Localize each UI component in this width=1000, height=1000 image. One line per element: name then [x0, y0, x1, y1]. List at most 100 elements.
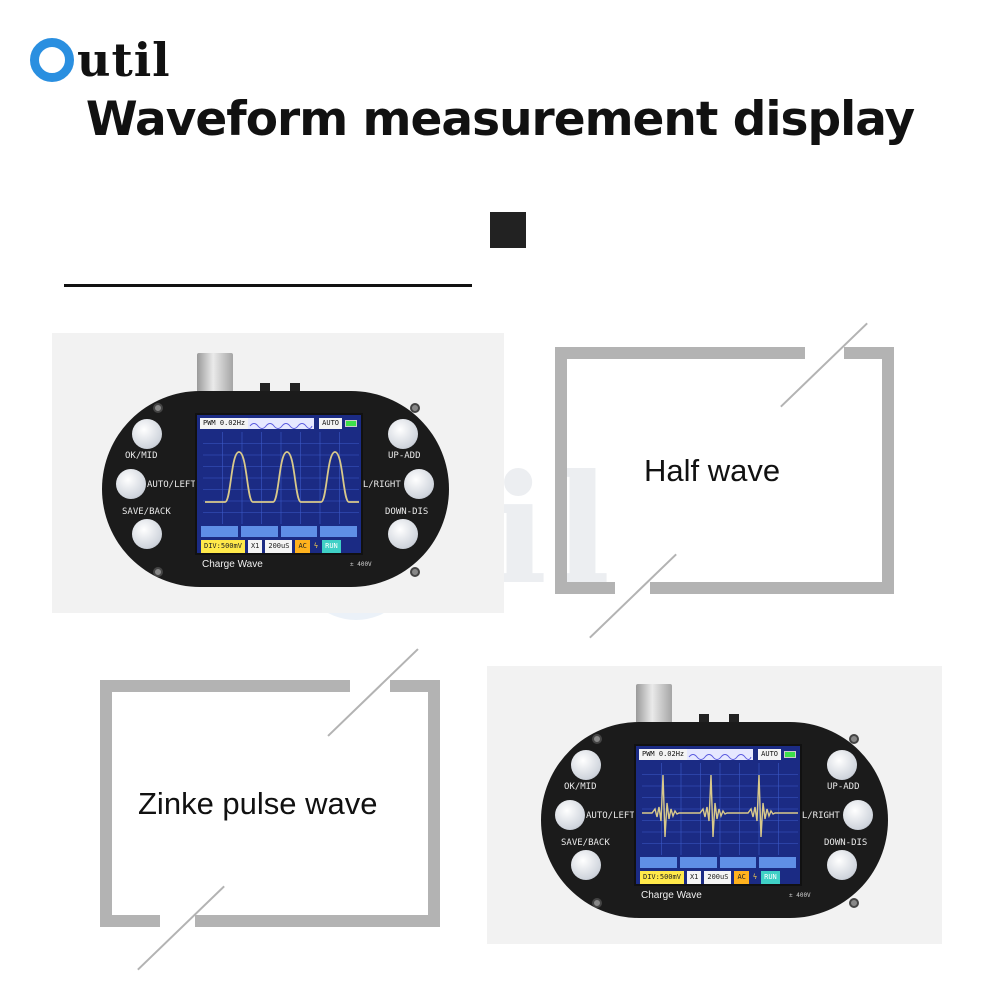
- waveform-plot-half-wave: [203, 432, 359, 524]
- auto-left-label: AUTO/LEFT: [586, 811, 635, 821]
- trigger-edge-icon: ϟ: [752, 873, 758, 881]
- voltage-rating: ± 400V: [789, 892, 811, 899]
- time-base: 200uS: [265, 540, 293, 553]
- frame-edge: [100, 680, 350, 692]
- frame-edge: [390, 680, 440, 692]
- up-add-label: UP-ADD: [827, 782, 860, 792]
- wave-name-label: Charge Wave: [641, 890, 702, 901]
- save-back-button[interactable]: [132, 519, 162, 549]
- frame-edge: [650, 582, 894, 594]
- device-photo-half-wave: OK/MID AUTO/LEFT SAVE/BACK UP-ADD SEL/RI…: [52, 333, 504, 613]
- measurement-row: [640, 857, 796, 868]
- frame-edge: [844, 347, 894, 359]
- battery-icon: [784, 751, 796, 758]
- measurement-chip: [280, 526, 318, 537]
- half-wave-label: Half wave: [644, 453, 781, 488]
- outil-logo: util: [30, 30, 171, 90]
- voltage-rating: ± 400V: [350, 561, 372, 568]
- oscilloscope-screen: PWM 0.02Hz 50% AUTO: [195, 413, 363, 555]
- save-back-button[interactable]: [571, 850, 601, 880]
- frame-edge: [555, 347, 567, 594]
- down-dis-button[interactable]: [827, 850, 857, 880]
- ok-mid-button[interactable]: [571, 750, 601, 780]
- wave-name-label: Charge Wave: [202, 559, 263, 570]
- power-switch-icon: [260, 383, 270, 393]
- sel-right-button[interactable]: [404, 469, 434, 499]
- frame-slash: [327, 648, 419, 737]
- frame-edge: [100, 915, 160, 927]
- battery-icon: [345, 420, 357, 427]
- screw-icon: [153, 567, 163, 577]
- trigger-mode: AUTO: [319, 418, 342, 429]
- trigger-mode: AUTO: [758, 749, 781, 760]
- down-dis-label: DOWN-DIS: [385, 507, 429, 517]
- screw-icon: [410, 567, 420, 577]
- waveform-overview: [248, 418, 314, 429]
- measurement-chip: [719, 857, 757, 868]
- waveform-overview: [687, 749, 753, 760]
- frame-slash: [137, 885, 225, 971]
- ok-mid-label: OK/MID: [125, 451, 158, 461]
- screw-icon: [592, 734, 602, 744]
- logo-text: util: [77, 33, 171, 87]
- save-back-label: SAVE/BACK: [561, 838, 610, 848]
- sel-right-label: SEL/RIGHT: [352, 480, 401, 490]
- frame-edge: [555, 582, 615, 594]
- waveform-plot-zinke-pulse: [642, 763, 798, 855]
- auto-left-button[interactable]: [116, 469, 146, 499]
- measurement-chip: [640, 857, 677, 868]
- usb-port-icon: [290, 383, 300, 393]
- screw-icon: [410, 403, 420, 413]
- page-title: Waveform measurement display: [85, 92, 915, 147]
- up-add-button[interactable]: [388, 419, 418, 449]
- measurement-row: [201, 526, 357, 537]
- screen-top-bar: PWM 0.02Hz 50% AUTO: [200, 418, 358, 430]
- time-base: 200uS: [704, 871, 732, 884]
- ok-mid-button[interactable]: [132, 419, 162, 449]
- probe-factor: X1: [686, 871, 702, 884]
- oscilloscope-screen: PWM 0.02Hz 50% AUTO: [634, 744, 802, 886]
- save-back-label: SAVE/BACK: [122, 507, 171, 517]
- probe-factor: X1: [247, 540, 263, 553]
- frame-slash: [780, 322, 868, 408]
- status-row: DIV:500mV X1 200uS AC ϟ RUN: [201, 540, 357, 553]
- measurement-chip: [240, 526, 278, 537]
- sel-right-button[interactable]: [843, 800, 873, 830]
- measurement-chip: [759, 857, 796, 868]
- ok-mid-label: OK/MID: [564, 782, 597, 792]
- signal-tag: PWM 0.02Hz 50%: [639, 749, 705, 760]
- auto-left-label: AUTO/LEFT: [147, 480, 196, 490]
- volts-per-div: DIV:500mV: [201, 540, 245, 553]
- logo-ring-icon: [30, 38, 74, 82]
- measurement-chip: [320, 526, 357, 537]
- screw-icon: [849, 734, 859, 744]
- sel-right-label: SEL/RIGHT: [791, 811, 840, 821]
- frame-edge: [882, 347, 894, 594]
- auto-left-button[interactable]: [555, 800, 585, 830]
- oscilloscope-device: OK/MID AUTO/LEFT SAVE/BACK UP-ADD SEL/RI…: [102, 353, 449, 587]
- screen-top-bar: PWM 0.02Hz 50% AUTO: [639, 749, 797, 761]
- down-dis-label: DOWN-DIS: [824, 838, 868, 848]
- trigger-edge-icon: ϟ: [313, 542, 319, 550]
- down-dis-button[interactable]: [388, 519, 418, 549]
- frame-edge: [428, 680, 440, 927]
- status-row: DIV:500mV X1 200uS AC ϟ RUN: [640, 871, 796, 884]
- frame-edge: [100, 680, 112, 927]
- run-state: RUN: [322, 540, 341, 553]
- measurement-chip: [201, 526, 238, 537]
- volts-per-div: DIV:500mV: [640, 871, 684, 884]
- frame-edge: [555, 347, 805, 359]
- screw-icon: [849, 898, 859, 908]
- screw-icon: [153, 403, 163, 413]
- up-add-label: UP-ADD: [388, 451, 421, 461]
- device-photo-zinke-pulse: OK/MID AUTO/LEFT SAVE/BACK UP-ADD SEL/RI…: [487, 666, 942, 944]
- oscilloscope-device: OK/MID AUTO/LEFT SAVE/BACK UP-ADD SEL/RI…: [541, 684, 888, 918]
- divider-line: [64, 284, 472, 287]
- decorative-square: [490, 212, 526, 248]
- screw-icon: [592, 898, 602, 908]
- signal-tag: PWM 0.02Hz 50%: [200, 418, 266, 429]
- coupling-mode: AC: [734, 871, 749, 884]
- up-add-button[interactable]: [827, 750, 857, 780]
- power-switch-icon: [699, 714, 709, 724]
- zinke-pulse-label: Zinke pulse wave: [138, 786, 378, 821]
